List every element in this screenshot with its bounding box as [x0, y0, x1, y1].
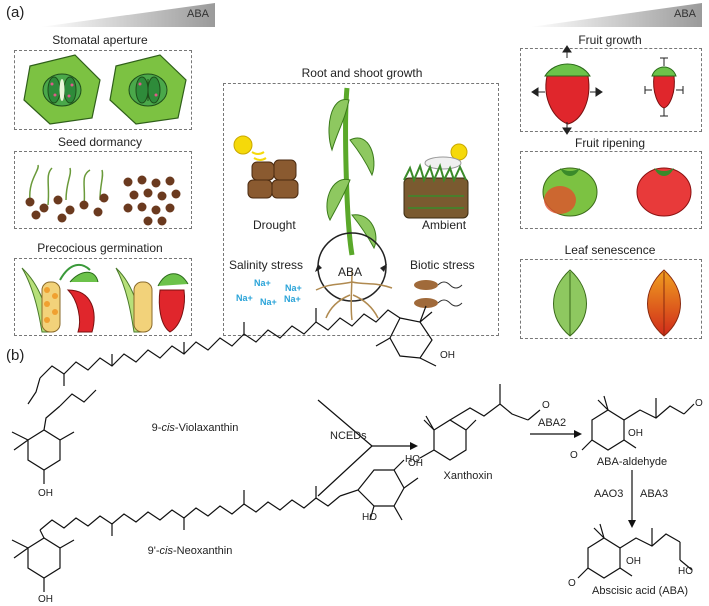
na-ion: Na+ — [285, 283, 302, 293]
violaxanthin-right-ring — [375, 305, 437, 367]
aao3-label: AAO3 — [594, 488, 624, 500]
aba-aldehyde-label: ABA-aldehyde — [596, 456, 668, 468]
violaxanthin-left-ring — [11, 389, 97, 484]
seed-dormancy-title: Seed dormancy — [57, 135, 143, 149]
fruit-growth-title: Fruit growth — [578, 33, 642, 47]
neoxanthin-right-ring — [339, 459, 419, 521]
na-ion: Na+ — [260, 297, 277, 307]
atom-oh: OH — [626, 556, 641, 567]
na-ion: Na+ — [254, 278, 271, 288]
atom-ho: HO — [405, 454, 420, 465]
atom-oh: OH — [440, 350, 455, 361]
aba-gradient-left-label: ABA — [186, 8, 209, 20]
aba-aldehyde-structure — [581, 395, 695, 451]
abscisic-acid-structure — [577, 523, 693, 579]
atom-o: O — [568, 578, 576, 589]
aba-center-label: ABA — [338, 265, 363, 279]
panel-a-label: (a) — [6, 4, 25, 21]
violaxanthin-chain — [27, 308, 401, 405]
precocious-germination-title: Precocious germination — [37, 241, 163, 255]
abscisic-acid-label: Abscisic acid (ABA) — [592, 585, 688, 597]
tomato-ripe-icon — [636, 167, 692, 217]
atom-oh: OH — [38, 488, 53, 499]
atom-oh: OH — [628, 428, 643, 439]
cycle-arrow-icon — [315, 232, 387, 302]
fruit-growth-box — [520, 48, 702, 132]
nceds-label: NCEDs — [330, 430, 367, 442]
stomatal-aperture-title: Stomatal aperture — [52, 33, 148, 47]
stomata-closed-icon — [109, 54, 187, 125]
atom-oh: OH — [408, 458, 423, 469]
ambient-label: Ambient — [422, 218, 467, 232]
corn-sprouting-icon — [21, 263, 99, 333]
na-ion: Na+ — [236, 293, 253, 303]
neoxanthin-left-ring — [11, 529, 75, 592]
aba2-label: ABA2 — [538, 417, 567, 429]
fruit-ripening-box — [520, 151, 702, 229]
root-shoot-growth-title: Root and shoot growth — [301, 66, 423, 80]
panel-b-label: (b) — [6, 347, 25, 364]
dormant-seeds-icon — [123, 175, 181, 226]
strawberry-small-icon — [644, 57, 684, 117]
corn-strawberry-dormant-icon — [115, 267, 189, 333]
na-ion: Na+ — [284, 294, 301, 304]
seed-dormancy-box — [14, 151, 192, 229]
cloud-sun-icon — [424, 143, 468, 170]
stomatal-aperture-box — [14, 50, 192, 130]
atom-o: O — [695, 398, 703, 409]
fruit-ripening-title: Fruit ripening — [574, 136, 646, 150]
atom-oh: OH — [38, 594, 53, 605]
xanthoxin-label: Xanthoxin — [443, 470, 493, 482]
biotic-stress-label: Biotic stress — [410, 258, 475, 272]
aba-gradient-right-label: ABA — [673, 8, 696, 20]
germinating-seeds-icon — [25, 164, 109, 223]
leaf-green-icon — [553, 269, 587, 337]
atom-o: O — [542, 400, 550, 411]
xanthoxin-structure — [419, 384, 541, 461]
atom-o: O — [570, 450, 578, 461]
salinity-stress-label: Salinity stress — [229, 258, 304, 272]
root-shoot-growth-box — [223, 83, 499, 336]
violaxanthin-label: 9-cis-Violaxanthin — [151, 422, 239, 434]
leaf-senescence-box — [520, 259, 702, 339]
stomata-open-icon — [23, 54, 101, 125]
drought-label: Drought — [253, 218, 296, 232]
leaf-senescence-title: Leaf senescence — [564, 243, 656, 257]
strawberry-large-icon — [531, 45, 603, 135]
plant-shoot-icon — [326, 87, 377, 256]
precocious-germination-box — [14, 258, 192, 336]
nceds-arrow — [317, 399, 410, 497]
dry-soil-icon — [247, 159, 299, 199]
atom-ho: HO — [362, 512, 377, 523]
aba3-label: ABA3 — [640, 488, 669, 500]
neoxanthin-chain — [39, 486, 341, 536]
pathogen-icon — [414, 280, 463, 308]
leaf-senescent-icon — [647, 269, 681, 337]
tomato-unripe-icon — [542, 167, 598, 217]
neoxanthin-label: 9'-cis-Neoxanthin — [147, 545, 233, 557]
roots-icon — [315, 269, 393, 321]
moist-soil-icon — [403, 163, 469, 219]
atom-ho: HO — [678, 566, 693, 577]
